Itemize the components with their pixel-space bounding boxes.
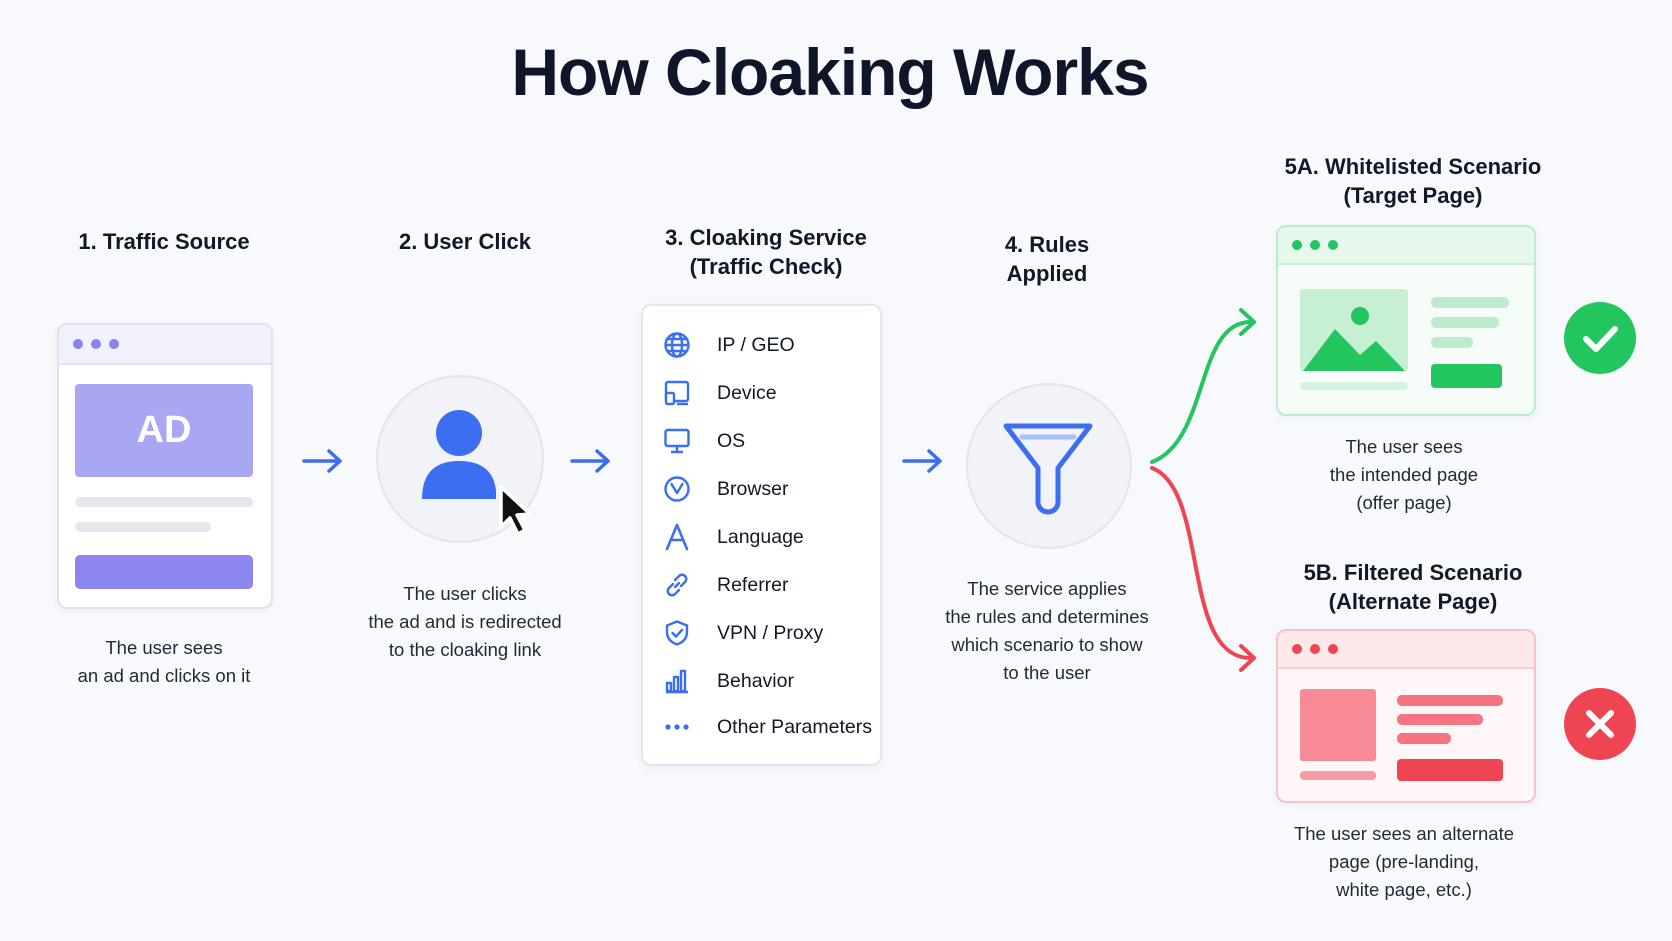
funnel-icon <box>1003 423 1093 515</box>
text-line <box>1431 297 1509 308</box>
link-icon <box>661 569 693 601</box>
shield-icon <box>661 617 693 649</box>
step-5b-desc-line: page (pre-landing, <box>1328 851 1480 872</box>
step-4-desc: The service applies the rules and determ… <box>925 575 1169 687</box>
step-4-title-line: 4. Rules <box>1004 232 1090 257</box>
step-4-desc-line: The service applies <box>967 578 1127 599</box>
step-2-desc: The user clicks the ad and is redirected… <box>340 580 590 664</box>
arrow-right-icon <box>302 449 342 473</box>
check-item-behavior: Behavior <box>643 661 794 701</box>
step-4-desc-line: the rules and determines <box>945 606 1149 627</box>
step-5b-title: 5B. Filtered Scenario (Alternate Page) <box>1258 558 1568 616</box>
window-dots <box>1292 240 1338 250</box>
check-item-label: Language <box>717 525 804 548</box>
step-2-title: 2. User Click <box>398 229 532 254</box>
check-item-label: Referrer <box>717 573 789 596</box>
image-placeholder-icon <box>1300 289 1408 371</box>
arrow-right-icon <box>902 449 942 473</box>
arrow-right-icon <box>570 449 610 473</box>
cta-button <box>1397 759 1503 781</box>
window-dots <box>73 339 119 349</box>
check-item-language: Language <box>643 517 804 557</box>
text-line <box>1300 771 1376 780</box>
step-5a-desc-line: (offer page) <box>1356 492 1452 513</box>
step-2-desc-line: the ad and is redirected <box>368 611 562 632</box>
step-4-title-line: Applied <box>1006 261 1088 286</box>
text-line <box>1397 733 1451 744</box>
step-4-desc-line: which scenario to show <box>951 634 1143 655</box>
text-line <box>1397 695 1503 706</box>
step-5a-desc-line: The user sees <box>1345 436 1463 457</box>
text-line <box>1300 382 1408 390</box>
ad-label: AD <box>136 409 192 451</box>
text-line <box>1431 317 1499 328</box>
check-item-label: Device <box>717 381 777 404</box>
step-2-desc-line: to the cloaking link <box>388 639 542 660</box>
browser-icon <box>661 473 693 505</box>
check-item-other: Other Parameters <box>643 707 872 747</box>
step-3-title-line: 3. Cloaking Service <box>665 225 867 250</box>
user-click-icon <box>422 410 532 535</box>
check-item-label: Browser <box>717 477 789 500</box>
step-4-desc-line: to the user <box>1003 662 1091 683</box>
check-item-vpn-proxy: VPN / Proxy <box>643 613 823 653</box>
step-2-desc-line: The user clicks <box>403 583 527 604</box>
step-5a-desc: The user sees the intended page (offer p… <box>1274 433 1534 517</box>
step-5b-desc-line: The user sees an alternate <box>1293 823 1515 844</box>
step-5a-title-line: 5A. Whitelisted Scenario <box>1284 154 1542 179</box>
check-item-label: IP / GEO <box>717 333 795 356</box>
ad-browser-window: AD <box>57 323 273 609</box>
step-1-desc-line: an ad and clicks on it <box>77 665 251 686</box>
check-item-referrer: Referrer <box>643 565 789 605</box>
window-dots <box>1292 644 1338 654</box>
check-item-label: Other Parameters <box>717 715 872 738</box>
more-dots-icon <box>661 711 693 743</box>
text-line <box>75 522 211 532</box>
step-1-desc: The user sees an ad and clicks on it <box>44 634 284 690</box>
cta-button <box>1431 364 1502 388</box>
check-item-label: OS <box>717 429 746 452</box>
language-icon <box>661 521 693 553</box>
step-3-title: 3. Cloaking Service (Traffic Check) <box>636 223 896 281</box>
step-1-desc-line: The user sees <box>105 637 223 658</box>
traffic-check-list: IP / GEO Device OS Browser Language Refe… <box>641 304 882 766</box>
check-item-browser: Browser <box>643 469 789 509</box>
text-line <box>75 497 253 507</box>
check-item-os: OS <box>643 421 745 461</box>
ad-cta-button <box>75 555 253 589</box>
check-item-device: Device <box>643 373 777 413</box>
bar-chart-icon <box>661 665 693 697</box>
check-item-label: Behavior <box>717 669 794 692</box>
step-5a-title: 5A. Whitelisted Scenario (Target Page) <box>1258 152 1568 210</box>
check-item-label: VPN / Proxy <box>717 621 824 644</box>
check-item-ip-geo: IP / GEO <box>643 325 795 365</box>
text-line <box>1431 337 1473 348</box>
step-1-title: 1. Traffic Source <box>78 229 250 254</box>
globe-icon <box>661 329 693 361</box>
green-branch-arrow <box>1150 319 1254 464</box>
red-branch-arrow <box>1150 466 1254 661</box>
image-placeholder <box>1300 689 1376 761</box>
step-5a-desc-line: the intended page <box>1329 464 1479 485</box>
step-3-title-line: (Traffic Check) <box>689 254 843 279</box>
step-5b-desc: The user sees an alternate page (pre-lan… <box>1274 820 1534 904</box>
alternate-page-window <box>1276 629 1536 803</box>
rules-filter-circle <box>966 383 1132 549</box>
step-5b-title-line: 5B. Filtered Scenario <box>1303 560 1523 585</box>
page-title: How Cloaking Works <box>511 35 1149 109</box>
device-icon <box>661 377 693 409</box>
branch-arrows <box>1150 308 1256 672</box>
monitor-icon <box>661 425 693 457</box>
step-5b-desc-line: white page, etc.) <box>1336 879 1472 900</box>
target-page-window <box>1276 225 1536 416</box>
step-5b-title-line: (Alternate Page) <box>1328 589 1498 614</box>
step-4-title: 4. Rules Applied <box>947 230 1147 288</box>
step-5a-title-line: (Target Page) <box>1343 183 1483 208</box>
check-circle-icon <box>1564 302 1636 374</box>
x-circle-icon <box>1564 688 1636 760</box>
text-line <box>1397 714 1483 725</box>
ad-banner: AD <box>75 384 253 477</box>
